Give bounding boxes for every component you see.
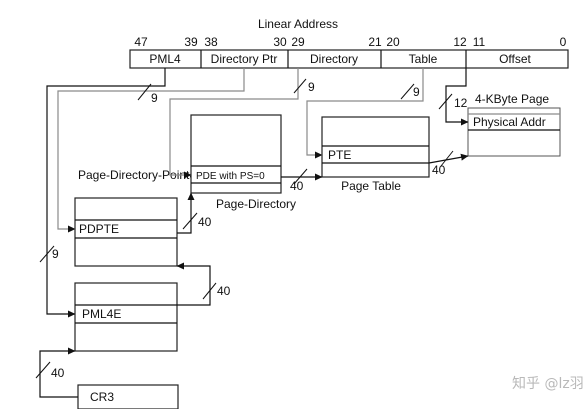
pte-to-page-arrow	[428, 153, 469, 164]
pdpte-entry: PDPTE	[79, 222, 119, 236]
offset-arrow	[445, 68, 469, 126]
bit-label-0: 0	[560, 35, 567, 49]
bit-label-11: 11	[473, 35, 486, 49]
dirptr-index-arrow	[57, 68, 245, 233]
page-table: PTE Page Table	[321, 116, 430, 193]
pml4e-entry: PML4E	[82, 307, 121, 321]
width-table: 9	[413, 85, 420, 99]
pde-entry: PDE with PS=0	[196, 171, 265, 182]
linear-address-bar: PML4 Directory Ptr Directory Table Offse…	[129, 49, 569, 69]
field-pml4: PML4	[149, 52, 181, 66]
pte-entry: PTE	[328, 148, 351, 162]
field-directory-ptr: Directory Ptr	[211, 52, 278, 66]
page-title: 4-KByte Page	[475, 92, 549, 106]
bit-label-20: 20	[386, 35, 400, 49]
page-directory-title: Page-Directory	[216, 197, 296, 211]
page-directory: PDE with PS=0 Page-Directory	[190, 114, 296, 211]
bit-label-30: 30	[273, 35, 287, 49]
width-pde-out: 40	[290, 179, 304, 193]
table-index-arrow	[306, 68, 424, 159]
pml4-index-arrow	[46, 68, 166, 318]
field-directory: Directory	[310, 52, 358, 66]
bit-label-21: 21	[368, 35, 382, 49]
page-table-title: Page Table	[341, 179, 401, 193]
width-pml4e-out: 40	[217, 284, 231, 298]
field-offset: Offset	[499, 52, 531, 66]
width-pdpte-out: 40	[198, 215, 212, 229]
four-kbyte-page: 4-KByte Page Physical Addr	[467, 92, 561, 157]
width-cr3-out: 40	[51, 366, 65, 380]
watermark: 知乎 @lz羽	[512, 375, 584, 392]
cr3-label: CR3	[90, 390, 114, 404]
bit-label-39: 39	[184, 35, 198, 49]
diagram-title: Linear Address	[258, 17, 338, 31]
bit-label-29: 29	[291, 35, 305, 49]
bit-label-38: 38	[204, 35, 218, 49]
pdpte-to-pd-arrow	[177, 192, 195, 234]
field-table: Table	[409, 52, 438, 66]
pml4-table: PML4E	[74, 282, 178, 352]
pml4e-to-pdpt-arrow	[176, 262, 211, 306]
physical-addr-entry: Physical Addr	[473, 115, 546, 129]
width-offset: 12	[454, 96, 468, 110]
width-pml4-side: 9	[52, 247, 59, 261]
cr3-register: CR3	[77, 384, 179, 409]
bit-label-47: 47	[134, 35, 148, 49]
bit-label-12: 12	[453, 35, 467, 49]
width-directory: 9	[308, 80, 315, 94]
width-pte-out: 40	[432, 163, 446, 177]
width-dirptr: 9	[151, 91, 158, 105]
